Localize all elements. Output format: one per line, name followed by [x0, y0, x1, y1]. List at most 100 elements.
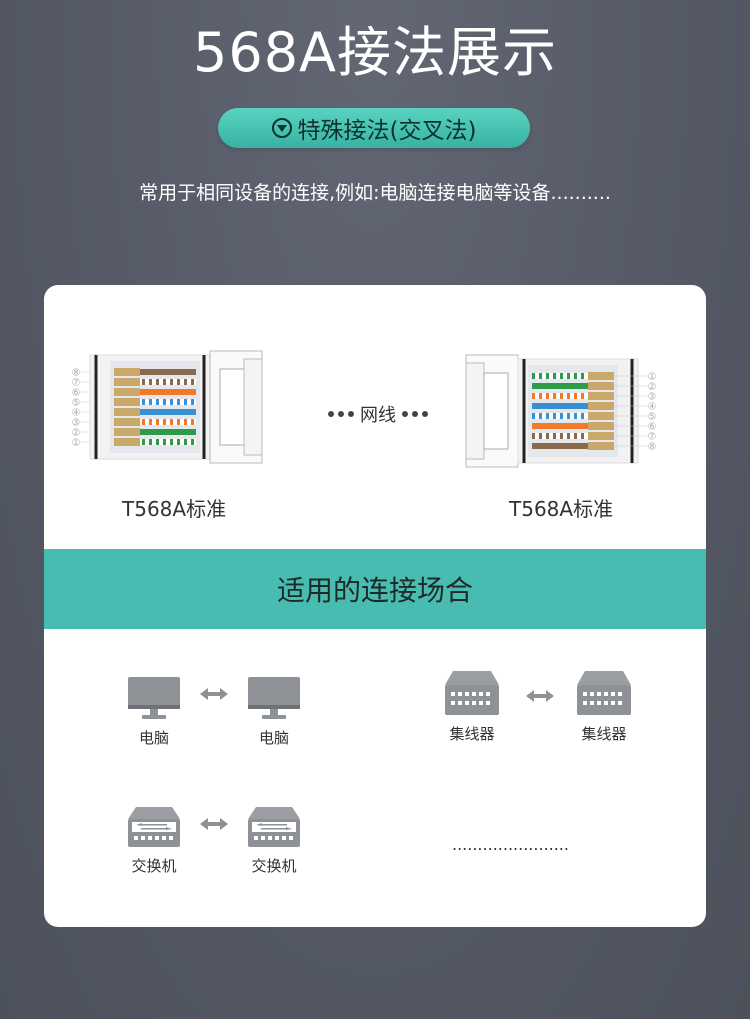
- device-hub-right: 集线器: [564, 671, 644, 744]
- pin-circle: [72, 388, 80, 396]
- wire-stripe: [539, 433, 542, 439]
- wire-stripe: [553, 393, 556, 399]
- pin-circle: [648, 412, 656, 420]
- wire-stripe: [581, 393, 584, 399]
- wire-stripe: [149, 439, 152, 445]
- wire-stripe: [546, 393, 549, 399]
- pin-number: 7: [74, 379, 78, 387]
- gold-contact: [114, 408, 140, 416]
- gold-contact: [114, 378, 140, 386]
- wire: [532, 383, 614, 389]
- monitor-icon: [248, 677, 300, 719]
- swap-arrow-icon: [200, 818, 228, 830]
- gold-contact: [588, 382, 614, 390]
- gold-contact: [114, 438, 140, 446]
- wire: [532, 413, 614, 419]
- switch-icon: [248, 807, 300, 847]
- wire: [532, 393, 614, 399]
- pin-circle: [648, 442, 656, 450]
- gold-contact: [588, 412, 614, 420]
- wire-stripe: [170, 439, 173, 445]
- wire: [114, 399, 196, 405]
- pin-circle: [648, 382, 656, 390]
- device-switch-right: 交换机: [234, 807, 314, 876]
- monitor-icon: [128, 677, 180, 719]
- wire-stripe: [539, 393, 542, 399]
- wire-stripe: [177, 439, 180, 445]
- wire-stripe: [581, 433, 584, 439]
- wire-stripe: [574, 393, 577, 399]
- wire: [114, 409, 196, 415]
- gold-contact: [114, 418, 140, 426]
- wire-stripe: [184, 419, 187, 425]
- pin-circle: [72, 398, 80, 406]
- wire: [114, 429, 196, 435]
- device-computer-right: 电脑: [234, 677, 314, 748]
- wire-stripe: [546, 413, 549, 419]
- pin-circle: [72, 428, 80, 436]
- wire-stripe: [170, 399, 173, 405]
- wire-stripe: [177, 399, 180, 405]
- pin-circle: [648, 372, 656, 380]
- wire-stripe: [184, 379, 187, 385]
- pin-number: 8: [650, 443, 654, 451]
- wire-stripe: [560, 413, 563, 419]
- gold-contact: [588, 402, 614, 410]
- wire: [532, 443, 614, 449]
- gold-contact: [588, 422, 614, 430]
- pill-label: 特殊接法(交叉法): [297, 118, 477, 144]
- wire: [532, 423, 614, 429]
- network-cable-label: 网线: [322, 401, 434, 427]
- pin-number: 3: [74, 419, 78, 427]
- standard-label-left: T568A标准: [122, 497, 227, 521]
- device-label: 交换机: [251, 857, 297, 875]
- pin-circle: [72, 438, 80, 446]
- pin-number: 5: [74, 399, 78, 407]
- wire-stripe: [163, 399, 166, 405]
- wire-stripe: [142, 379, 145, 385]
- gold-contact: [114, 368, 140, 376]
- wire-stripe: [163, 439, 166, 445]
- wire: [532, 403, 614, 409]
- gold-contact: [588, 372, 614, 380]
- wire-stripe: [553, 413, 556, 419]
- wire-stripe: [560, 393, 563, 399]
- gold-contact: [114, 398, 140, 406]
- wire-stripe: [177, 419, 180, 425]
- wire-stripe: [581, 373, 584, 379]
- wire-stripe: [546, 373, 549, 379]
- wire-stripe: [191, 419, 194, 425]
- wire-stripe: [532, 393, 535, 399]
- device-label: 集线器: [581, 725, 627, 743]
- wire-stripe: [163, 379, 166, 385]
- wire-stripe: [532, 373, 535, 379]
- wire-stripe: [184, 399, 187, 405]
- device-switch-left: 交换机: [114, 807, 194, 876]
- crossover-pill: 特殊接法(交叉法): [218, 108, 530, 148]
- wire-stripe: [170, 379, 173, 385]
- standard-label-right: T568A标准: [509, 497, 614, 521]
- wire-stripe: [156, 379, 159, 385]
- dots-icon: [328, 411, 354, 417]
- pin-number: 1: [74, 439, 78, 447]
- wire-stripe: [539, 373, 542, 379]
- pin-number: 5: [650, 413, 654, 421]
- switch-icon: [128, 807, 180, 847]
- device-label: 集线器: [449, 725, 495, 743]
- pin-circle: [72, 418, 80, 426]
- wire: [532, 373, 614, 379]
- wire-stripe: [574, 433, 577, 439]
- pin-circle: [648, 392, 656, 400]
- pin-number: 4: [650, 403, 655, 411]
- pin-number: 6: [74, 389, 79, 397]
- wire-stripe: [156, 399, 159, 405]
- pin-circle: [72, 368, 80, 376]
- wire-stripe: [191, 439, 194, 445]
- device-computer-left: 电脑: [114, 677, 194, 748]
- hub-icon: [445, 671, 499, 715]
- swap-arrow-icon: [200, 688, 228, 700]
- pin-number: 2: [650, 383, 654, 391]
- wire-stripe: [177, 379, 180, 385]
- wire-stripe: [170, 419, 173, 425]
- wire-stripe: [560, 373, 563, 379]
